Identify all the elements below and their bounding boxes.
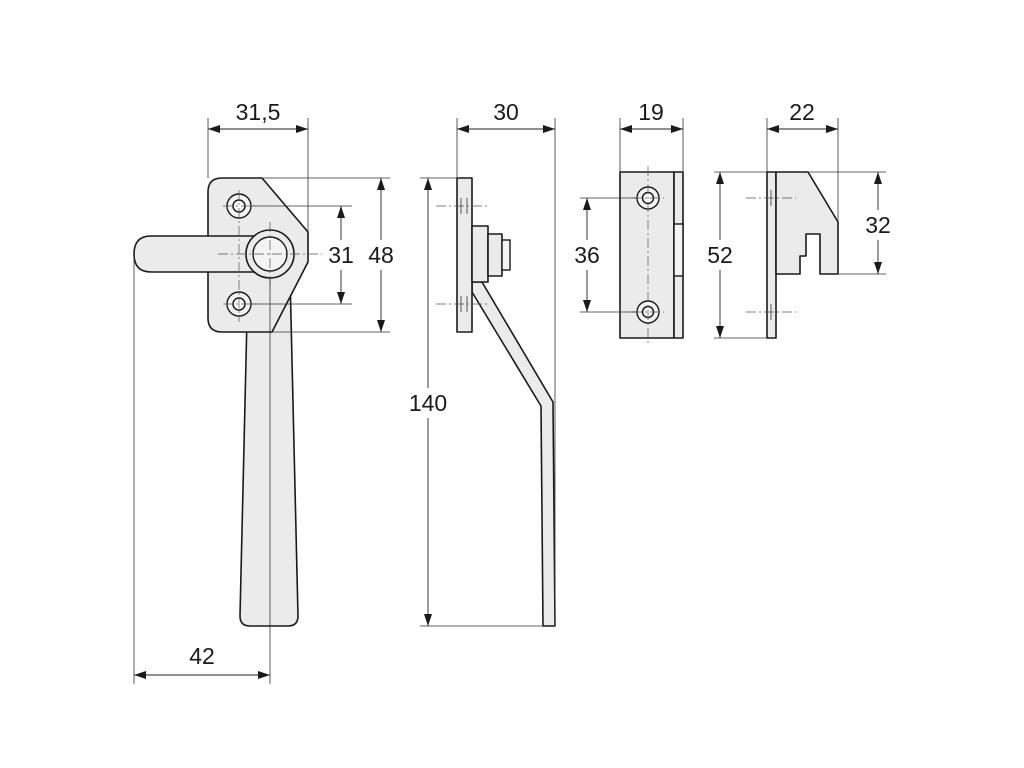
keeper-view	[619, 166, 684, 344]
dimension-handle-plate-height: 48	[262, 177, 400, 333]
side-view	[436, 177, 556, 627]
handle-thumb-lever	[133, 235, 269, 273]
catch-hook	[775, 171, 839, 275]
handle-front-view	[133, 177, 325, 627]
dim-label: 32	[865, 212, 891, 238]
dimension-side-length: 140	[402, 177, 543, 627]
dimension-keeper-width: 19	[619, 99, 684, 172]
handle-lever	[239, 274, 299, 627]
dim-label: 22	[789, 99, 815, 125]
dimension-catch-depth: 22	[766, 99, 839, 222]
side-lever	[471, 281, 556, 627]
dim-label: 30	[493, 99, 519, 125]
side-pivot-pin	[501, 239, 511, 271]
dimension-keeper-hole-spacing: 36	[568, 197, 637, 313]
dim-label: 48	[368, 242, 394, 268]
dimension-side-depth: 30	[456, 99, 556, 626]
dimension-handle-hole-spacing: 31	[252, 205, 360, 305]
dim-label: 52	[707, 242, 733, 268]
dim-label: 31,5	[236, 99, 281, 125]
dimension-handle-reach: 42	[133, 256, 271, 684]
dim-label: 31	[328, 242, 354, 268]
catch-plate	[766, 171, 777, 339]
dim-label: 140	[409, 390, 447, 416]
dimension-catch-slot-height: 32	[808, 171, 897, 275]
side-pivot-washer	[471, 225, 489, 283]
dimension-catch-height: 52	[701, 171, 767, 339]
dimension-handle-plate-width: 31,5	[207, 99, 309, 232]
dim-label: 42	[189, 643, 215, 669]
dim-label: 36	[574, 242, 600, 268]
side-pivot-nut	[487, 233, 503, 277]
catch-view	[746, 171, 839, 339]
side-plate	[456, 177, 473, 333]
dim-label: 19	[638, 99, 664, 125]
keeper-step	[673, 223, 684, 277]
